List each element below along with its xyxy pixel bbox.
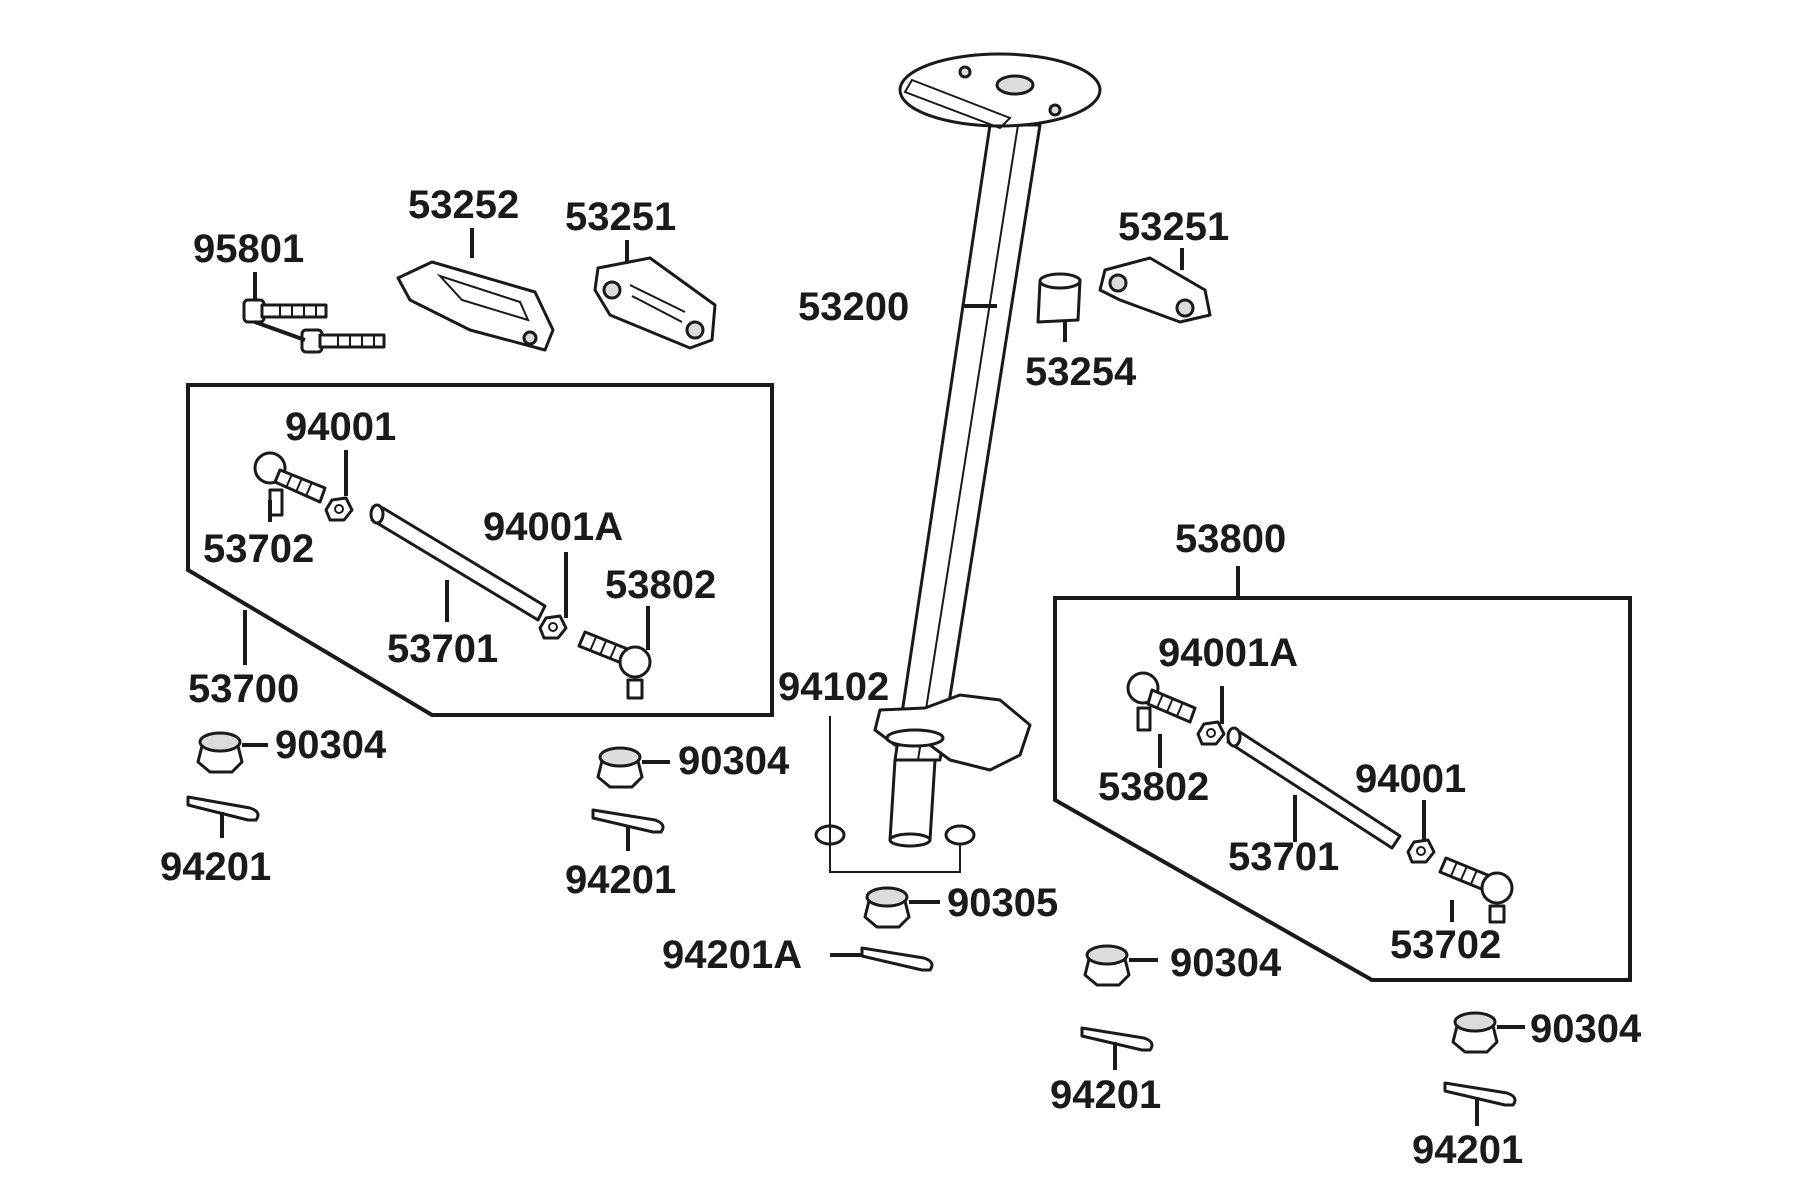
- castle-nut-90304-b: [596, 746, 644, 789]
- label-94102: 94102: [778, 665, 889, 709]
- label-90304-c: 90304: [1170, 941, 1282, 985]
- label-94201-a: 94201: [160, 845, 271, 889]
- label-53800: 53800: [1175, 517, 1286, 561]
- label-53254: 53254: [1025, 350, 1137, 394]
- cotter-pin-94201-c: [1080, 1026, 1154, 1052]
- clamp-53251-right: [1098, 256, 1212, 324]
- clamp-53251-left: [593, 256, 717, 350]
- label-53252: 53252: [408, 183, 519, 227]
- tie-rod-end-53802-right: [1126, 671, 1197, 732]
- group-box-53800: [1053, 596, 1632, 982]
- label-94001-left: 94001: [285, 405, 396, 449]
- label-53802-left: 53802: [605, 563, 716, 607]
- cotter-pin-94201A: [860, 946, 934, 972]
- label-53702-right: 53702: [1390, 923, 1501, 967]
- label-94201-d: 94201: [1412, 1128, 1523, 1172]
- label-53701-left: 53701: [387, 627, 498, 671]
- label-94201A: 94201A: [662, 933, 802, 977]
- leader-lines: [220, 228, 1525, 1126]
- nut-94001-left: [324, 496, 354, 522]
- castle-nut-90304-a: [196, 731, 244, 774]
- washer-94102-right: [944, 824, 976, 846]
- label-53701-right: 53701: [1228, 835, 1339, 879]
- rod-53701-right: [1226, 726, 1402, 850]
- nut-94001-right: [1406, 838, 1436, 864]
- tie-rod-end-53702-right: [1438, 856, 1514, 924]
- castle-nut-90305: [863, 886, 911, 929]
- group-box-53700: [186, 383, 774, 717]
- label-90304-b: 90304: [678, 739, 790, 783]
- label-95801: 95801: [193, 227, 304, 271]
- label-53700: 53700: [188, 667, 299, 711]
- steering-shaft: [873, 52, 1102, 848]
- bushing-53254: [1036, 272, 1082, 324]
- label-90305: 90305: [947, 881, 1058, 925]
- label-53802-right: 53802: [1098, 765, 1209, 809]
- tie-rod-end-53702-left: [253, 451, 327, 517]
- cotter-pin-94201-b: [591, 808, 665, 834]
- label-94001A-left: 94001A: [483, 505, 623, 549]
- tie-rod-end-53802-left: [577, 630, 652, 700]
- label-90304-a: 90304: [275, 723, 387, 767]
- bolt-95801-b: [300, 328, 386, 354]
- label-94001A-right: 94001A: [1158, 631, 1298, 675]
- cotter-pin-94201-d: [1443, 1081, 1517, 1107]
- label-94001-right: 94001: [1355, 757, 1466, 801]
- nut-94001A-right: [1196, 720, 1226, 746]
- castle-nut-90304-d: [1451, 1011, 1499, 1054]
- nut-94001A-left: [538, 614, 568, 640]
- label-53200: 53200: [798, 285, 909, 329]
- bolt-95801-a: [242, 298, 328, 324]
- label-53702-left: 53702: [203, 527, 314, 571]
- castle-nut-90304-c: [1083, 944, 1131, 987]
- label-94201-c: 94201: [1050, 1073, 1161, 1117]
- rod-53701-left: [369, 503, 547, 622]
- label-90304-d: 90304: [1530, 1007, 1642, 1051]
- label-94201-b: 94201: [565, 858, 676, 902]
- bracket-53252: [396, 260, 555, 352]
- cotter-pin-94201-a: [186, 795, 260, 822]
- label-53251-left: 53251: [565, 195, 676, 239]
- label-53251-right: 53251: [1118, 205, 1229, 249]
